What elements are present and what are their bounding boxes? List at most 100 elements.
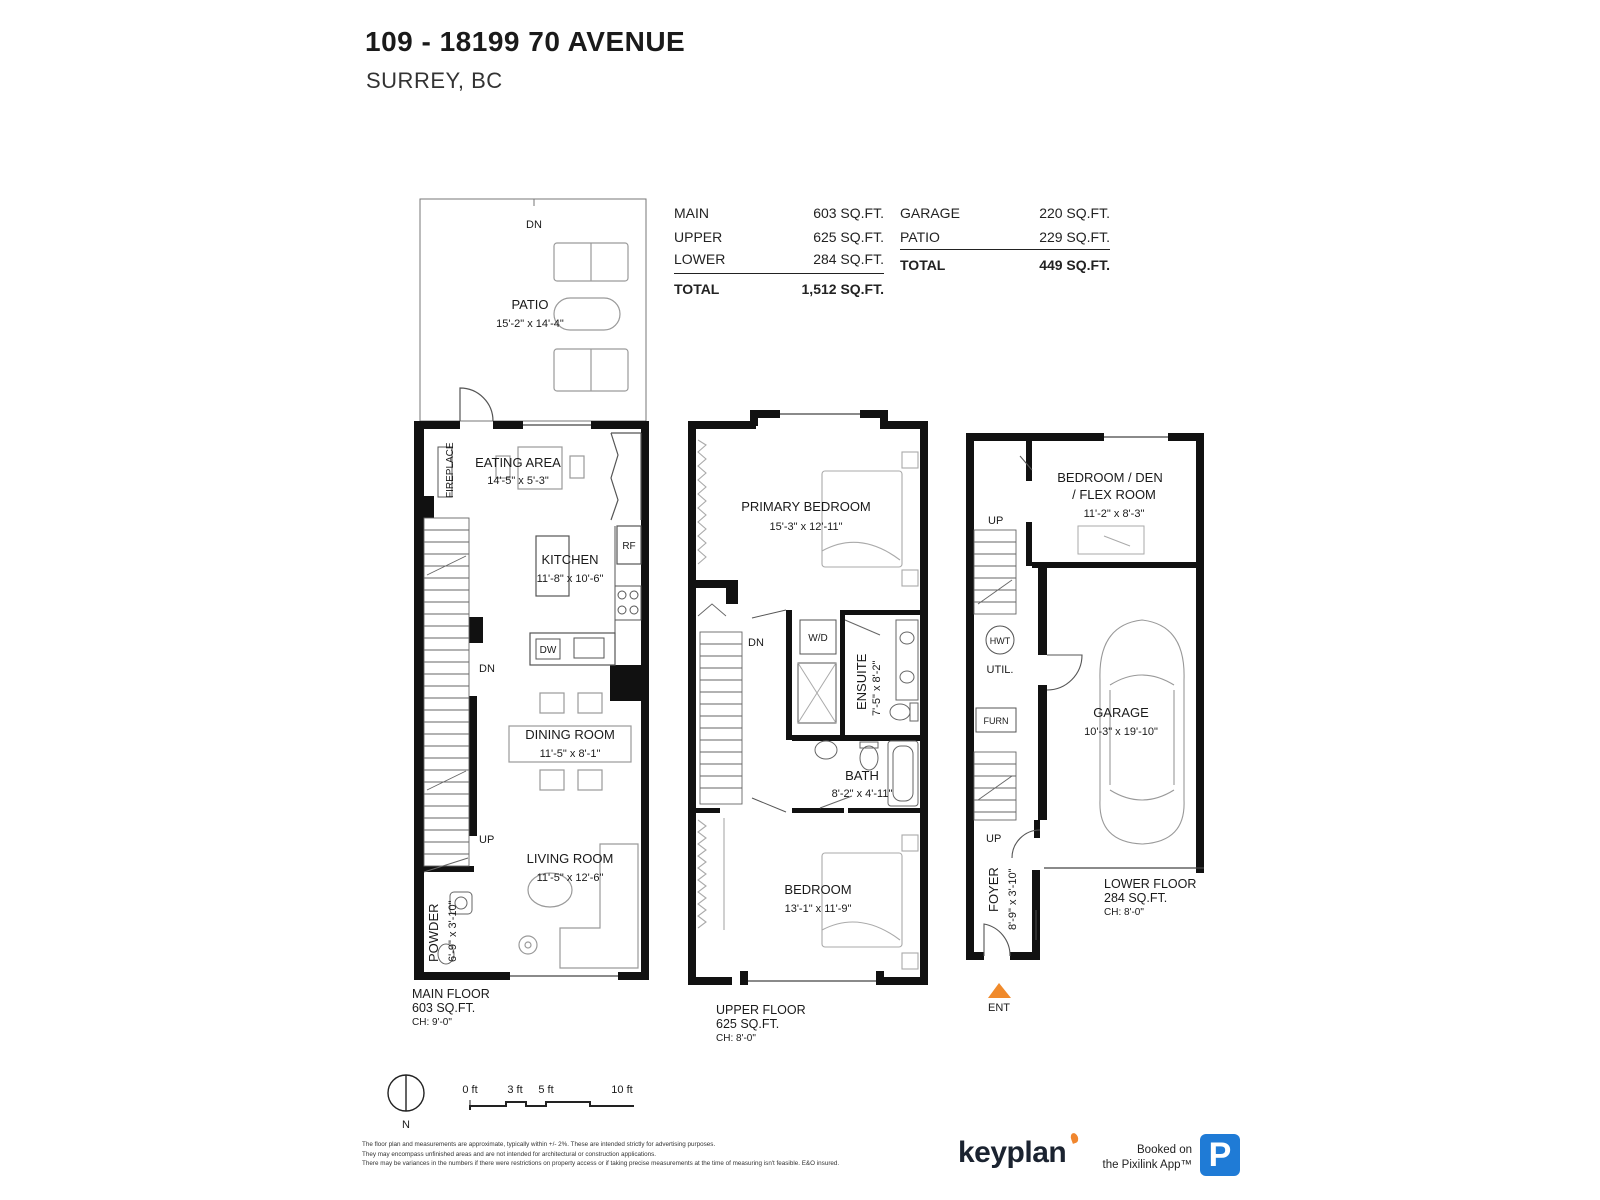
refrigerator: [616, 525, 642, 565]
flex-room-desk-item: [1103, 535, 1131, 547]
living-furniture: [518, 843, 639, 969]
flex-room-dims: 11'-2" x 8'-3": [1084, 508, 1145, 520]
area-value: 220 SQ.FT.: [1039, 205, 1110, 221]
scale-tick-3: 3 ft: [507, 1084, 522, 1096]
rf-label: RF: [622, 541, 635, 552]
booked-on-text: Booked on the Pixilink App™: [1082, 1143, 1193, 1173]
area-total-value: 449 SQ.FT.: [1039, 257, 1110, 273]
area-total-label: TOTAL: [674, 281, 720, 297]
scale-tick-0: 0 ft: [462, 1084, 477, 1096]
shower: [797, 662, 837, 724]
patio-door-swing: [459, 387, 494, 422]
main-floor-windows: [510, 424, 618, 977]
hwt-label: HWT: [990, 636, 1011, 646]
lower-floor-ceiling: CH: 8'-0": [1104, 907, 1144, 918]
garage-label: GARAGE: [1093, 705, 1149, 720]
foyer-dims: 8'-9" x 3'-10": [1007, 868, 1019, 930]
dishwasher: [535, 638, 561, 660]
main-floor-walls: [414, 421, 649, 980]
powder-dims: 6'-9" x 3'-10": [447, 900, 459, 962]
fireplace: [437, 446, 453, 498]
area-label: GARAGE: [900, 205, 960, 221]
property-address: 109 - 18199 70 AVENUE: [365, 26, 686, 57]
hot-water-tank: [985, 625, 1015, 655]
area-divider: [900, 249, 1110, 250]
area-divider: [674, 273, 884, 274]
area-label: PATIO: [900, 229, 940, 245]
pantry-doors: [610, 432, 642, 521]
powder-fixtures: [423, 857, 473, 965]
area-label: MAIN: [674, 205, 709, 221]
booked-line-1: Booked on: [1137, 1144, 1192, 1156]
upper-floor-plan: PRIMARY BEDROOM 15'-3" x 12'-11" DN W/D: [688, 410, 928, 1044]
flex-room-door: [1019, 455, 1033, 471]
north-arrow: N: [387, 1074, 425, 1131]
shower-drain-lines: [797, 662, 837, 724]
primary-bedroom-dims: 15'-3" x 12'-11": [770, 521, 843, 533]
flex-room-label-2: / FLEX ROOM: [1072, 487, 1156, 502]
garage-dims: 10'-3" x 19'-10": [1084, 726, 1158, 738]
area-total-value: 1,512 SQ.FT.: [801, 281, 884, 297]
lower-floor-windows: [1035, 436, 1204, 940]
bedroom-furniture: [697, 818, 919, 970]
property-city: SURREY, BC: [366, 68, 503, 93]
foyer-door-swing: [1011, 829, 1041, 859]
area-value: 625 SQ.FT.: [813, 229, 884, 245]
area-row-total: TOTAL 1,512 SQ.FT.: [674, 281, 884, 301]
scale-tick-10: 10 ft: [611, 1084, 632, 1096]
area-row-garage: GARAGE 220 SQ.FT.: [900, 205, 1110, 225]
area-row-total: TOTAL 449 SQ.FT.: [900, 257, 1110, 277]
flex-room-desk: [1077, 525, 1145, 555]
scale-tick-5: 5 ft: [538, 1084, 553, 1096]
upper-stairs-dn-label: DN: [748, 637, 764, 649]
bedroom-dims: 13'-1" x 11'-9": [785, 903, 852, 915]
lower-floor-stairs-lower: [973, 751, 1017, 821]
primary-bedroom-label: PRIMARY BEDROOM: [741, 499, 871, 514]
kitchen-sink: [573, 637, 605, 659]
pixilink-logo-icon: P: [1200, 1134, 1240, 1176]
garage-car: [1099, 619, 1185, 845]
area-value: 229 SQ.FT.: [1039, 229, 1110, 245]
scale-bar: 0 ft 3 ft 5 ft 10 ft: [462, 1084, 634, 1110]
disclaimer-line-2: They may encompass unfinished areas and …: [362, 1150, 657, 1158]
main-floor-plan: DN PATIO 15'-2" x 14'-4" FIREPLACE: [412, 198, 649, 1028]
area-total-label: TOTAL: [900, 257, 946, 273]
disclaimer-line-3: There may be variances in the numbers if…: [362, 1160, 840, 1167]
patio-dn-label: DN: [526, 219, 542, 231]
area-row-upper: UPPER 625 SQ.FT.: [674, 229, 884, 249]
main-stairs-dn-label: DN: [479, 663, 495, 675]
main-stairs-up-label: UP: [479, 834, 494, 846]
kitchen-counter-bottom: [529, 632, 616, 666]
disclaimer: The floor plan and measurements are appr…: [362, 1140, 922, 1169]
main-floor-stairs: [423, 517, 470, 867]
ensuite-fixtures: [844, 619, 919, 722]
powder-label: POWDER: [426, 904, 441, 963]
dining-room-dims: 11'-5" x 8'-1": [540, 748, 601, 760]
ensuite-label: ENSUITE: [854, 653, 869, 710]
kitchen-dims: 11'-8" x 10'-6": [537, 573, 604, 585]
foyer-label: FOYER: [986, 867, 1001, 912]
primary-bedroom-furniture: [697, 439, 919, 587]
furn-label: FURN: [984, 716, 1009, 726]
upper-floor-caption: UPPER FLOOR: [716, 1003, 806, 1017]
dw-label: DW: [540, 645, 557, 656]
dining-table: [508, 692, 632, 791]
main-floor-caption: MAIN FLOOR: [412, 987, 490, 1001]
upper-floor-area: 625 SQ.FT.: [716, 1017, 779, 1031]
area-row-lower: LOWER 284 SQ.FT.: [674, 251, 884, 271]
upper-floor-walls: [688, 410, 928, 985]
living-room-label: LIVING ROOM: [527, 851, 614, 866]
fireplace-label: FIREPLACE: [445, 442, 456, 498]
flex-room-label-1: BEDROOM / DEN: [1057, 470, 1162, 485]
north-label: N: [402, 1119, 410, 1131]
bath-label: BATH: [845, 768, 879, 783]
lower-floor-stairs-upper: [973, 529, 1017, 615]
washer-dryer: [799, 619, 837, 655]
entry-label: ENT: [988, 1002, 1010, 1014]
kitchen-island: [535, 535, 570, 597]
lower-stairs-up-label-1: UP: [988, 515, 1003, 527]
booked-line-2: the Pixilink App™: [1102, 1159, 1193, 1171]
area-table-living: MAIN 603 SQ.FT. UPPER 625 SQ.FT. LOWER 2…: [674, 205, 884, 305]
dining-room-label: DINING ROOM: [525, 727, 615, 742]
